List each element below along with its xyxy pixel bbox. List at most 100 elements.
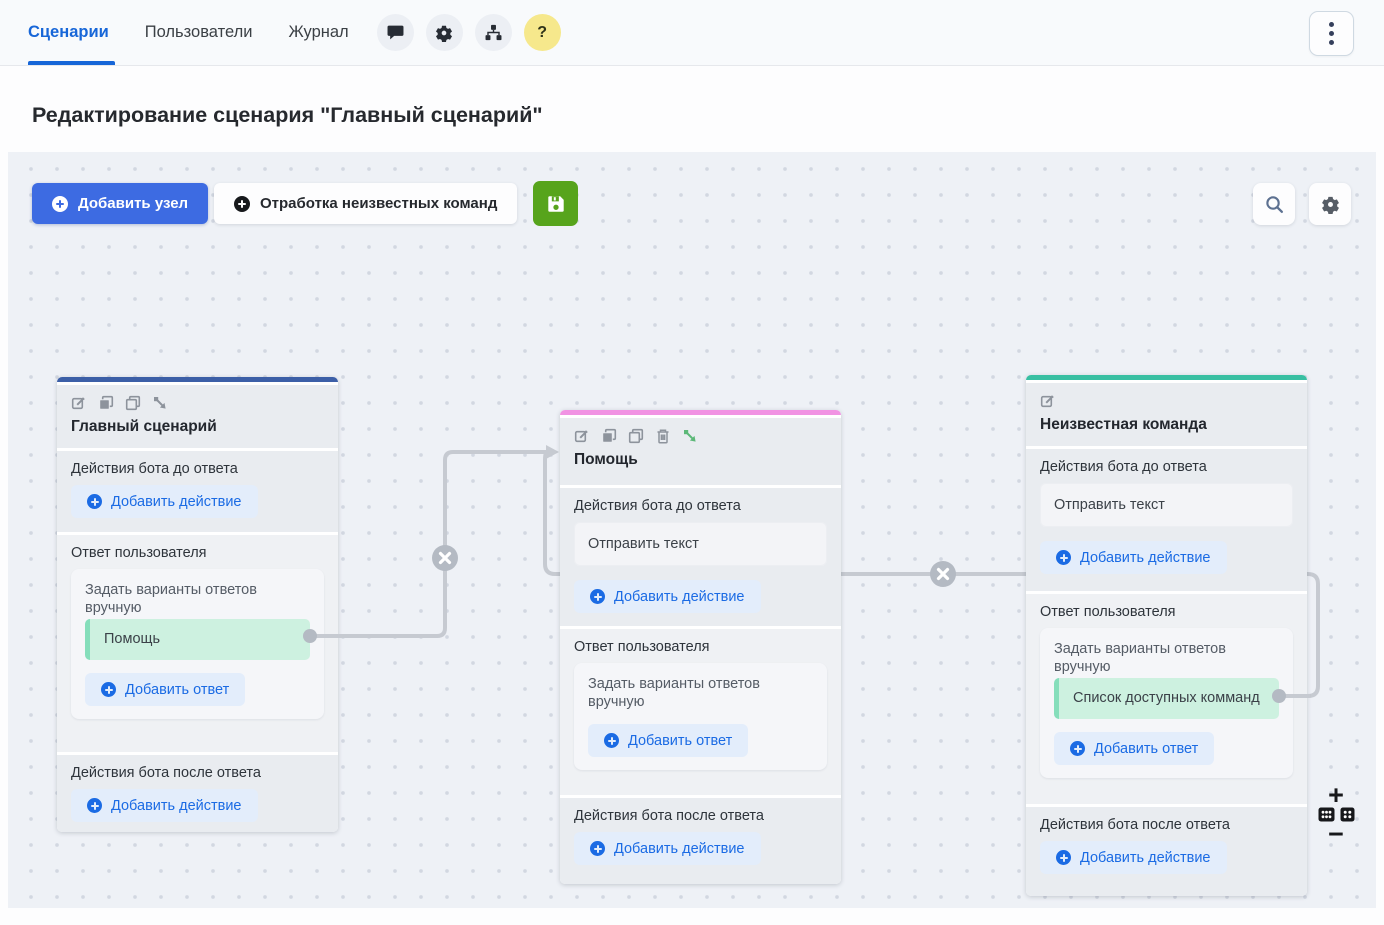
save-icon (547, 195, 564, 212)
section-label: Ответ пользователя (1040, 604, 1176, 620)
plus-circle-icon (87, 798, 102, 813)
response-mode-label: Задать варианты ответов вручную (1054, 641, 1226, 675)
edit-icon[interactable] (574, 428, 590, 444)
edit-icon[interactable] (1040, 393, 1056, 409)
connection-controls-layer (303, 545, 1310, 703)
gear-icon (436, 25, 453, 42)
help-icon: ? (537, 23, 548, 41)
node-toolbar (1040, 393, 1293, 409)
flow-canvas[interactable]: Добавить узел Отработка неизвестных кома… (8, 152, 1376, 908)
page-title: Редактирование сценария "Главный сценари… (32, 103, 543, 127)
section-label: Действия бота до ответа (71, 461, 238, 477)
duplicate-icon[interactable] (125, 395, 141, 411)
search-button[interactable] (1253, 183, 1295, 225)
node-accent-bar (57, 377, 338, 382)
add-node-label: Добавить узел (78, 195, 189, 212)
zoom-in-button[interactable]: + (1328, 780, 1344, 810)
connection-arrowhead (546, 445, 559, 459)
node-title: Помощь (574, 451, 638, 468)
add-action-button[interactable]: Добавить действие (574, 832, 761, 865)
trash-icon[interactable] (655, 428, 671, 444)
copy-icon[interactable] (601, 428, 617, 444)
settings-button[interactable] (425, 14, 463, 51)
action-item[interactable]: Отправить текст (1040, 483, 1293, 527)
node-title: Неизвестная команда (1040, 416, 1207, 433)
answer-chip[interactable]: Список доступных комманд (1054, 678, 1279, 719)
add-answer-button-label: Добавить ответ (125, 681, 230, 698)
add-action-button[interactable]: Добавить действие (1040, 841, 1227, 874)
connection-handle[interactable] (1272, 689, 1286, 703)
plus-circle-icon (604, 733, 619, 748)
gear-icon (1321, 196, 1339, 214)
delete-connection-button[interactable] (432, 545, 458, 571)
add-answer-button-label: Добавить ответ (628, 732, 733, 749)
section-label: Действия бота после ответа (71, 765, 261, 781)
plus-circle-icon (590, 841, 605, 856)
tab-users[interactable]: Пользователи (144, 23, 253, 41)
tab-scenarios[interactable]: Сценарии (28, 23, 109, 41)
response-mode-label: Задать варианты ответов вручную (588, 676, 760, 710)
jump-icon[interactable] (682, 428, 698, 444)
node-accent-bar (1026, 375, 1307, 380)
fit-view-button[interactable] (1318, 807, 1335, 822)
add-node-button[interactable]: Добавить узел (32, 183, 209, 224)
node-header[interactable]: Главный сценарий (57, 385, 338, 448)
zoom-out-button[interactable]: − (1328, 819, 1344, 849)
section-label: Действия бота до ответа (1040, 459, 1207, 475)
answer-chip[interactable]: Помощь (85, 619, 310, 660)
jump-icon[interactable] (152, 395, 168, 411)
edit-icon[interactable] (71, 395, 87, 411)
add-action-button[interactable]: Добавить действие (574, 580, 761, 613)
zoom-controls: + − (1310, 780, 1362, 849)
add-answer-button[interactable]: Добавить ответ (85, 673, 246, 706)
plus-circle-icon (87, 494, 102, 509)
plus-circle-icon (101, 682, 116, 697)
add-action-button[interactable]: Добавить действие (71, 485, 258, 518)
response-mode-label: Задать варианты ответов вручную (85, 582, 257, 616)
section-label: Действия бота до ответа (574, 498, 741, 514)
chat-button[interactable] (376, 14, 414, 51)
unknown-commands-button[interactable]: Отработка неизвестных команд (214, 183, 518, 224)
add-action-button[interactable]: Добавить действие (71, 789, 258, 822)
node-header[interactable]: Неизвестная команда (1026, 383, 1307, 446)
add-action-button-label: Добавить действие (111, 493, 242, 510)
help-button[interactable]: ? (523, 14, 561, 51)
grid-small-icon (1340, 807, 1354, 822)
overflow-menu-button[interactable] (1309, 11, 1354, 56)
action-item[interactable]: Отправить текст (574, 522, 827, 566)
structure-button[interactable] (474, 14, 512, 51)
canvas-settings-button[interactable] (1309, 183, 1351, 225)
copy-icon[interactable] (98, 395, 114, 411)
add-action-button-label: Добавить действие (111, 797, 242, 814)
add-action-button-label: Добавить действие (614, 588, 745, 605)
add-answer-button[interactable]: Добавить ответ (588, 724, 749, 757)
add-action-button[interactable]: Добавить действие (1040, 541, 1227, 574)
tab-journal[interactable]: Журнал (288, 23, 349, 41)
add-action-button-label: Добавить действие (1080, 549, 1211, 566)
plus-circle-icon (52, 195, 68, 212)
node-accent-bar (560, 410, 841, 415)
add-action-button-label: Добавить действие (1080, 849, 1211, 866)
delete-connection-button[interactable] (930, 561, 956, 587)
connection-handle[interactable] (303, 629, 317, 643)
overview-button[interactable] (1340, 807, 1355, 822)
top-navbar: Сценарии Пользователи Журнал ? (0, 0, 1384, 66)
save-button[interactable] (533, 181, 578, 226)
section-label: Действия бота после ответа (574, 808, 764, 824)
section-label: Ответ пользователя (574, 639, 710, 655)
node-toolbar (574, 428, 827, 444)
duplicate-icon[interactable] (628, 428, 644, 444)
add-answer-button[interactable]: Добавить ответ (1054, 732, 1215, 765)
chat-icon (387, 25, 404, 40)
node-header[interactable]: Помощь (560, 418, 841, 485)
